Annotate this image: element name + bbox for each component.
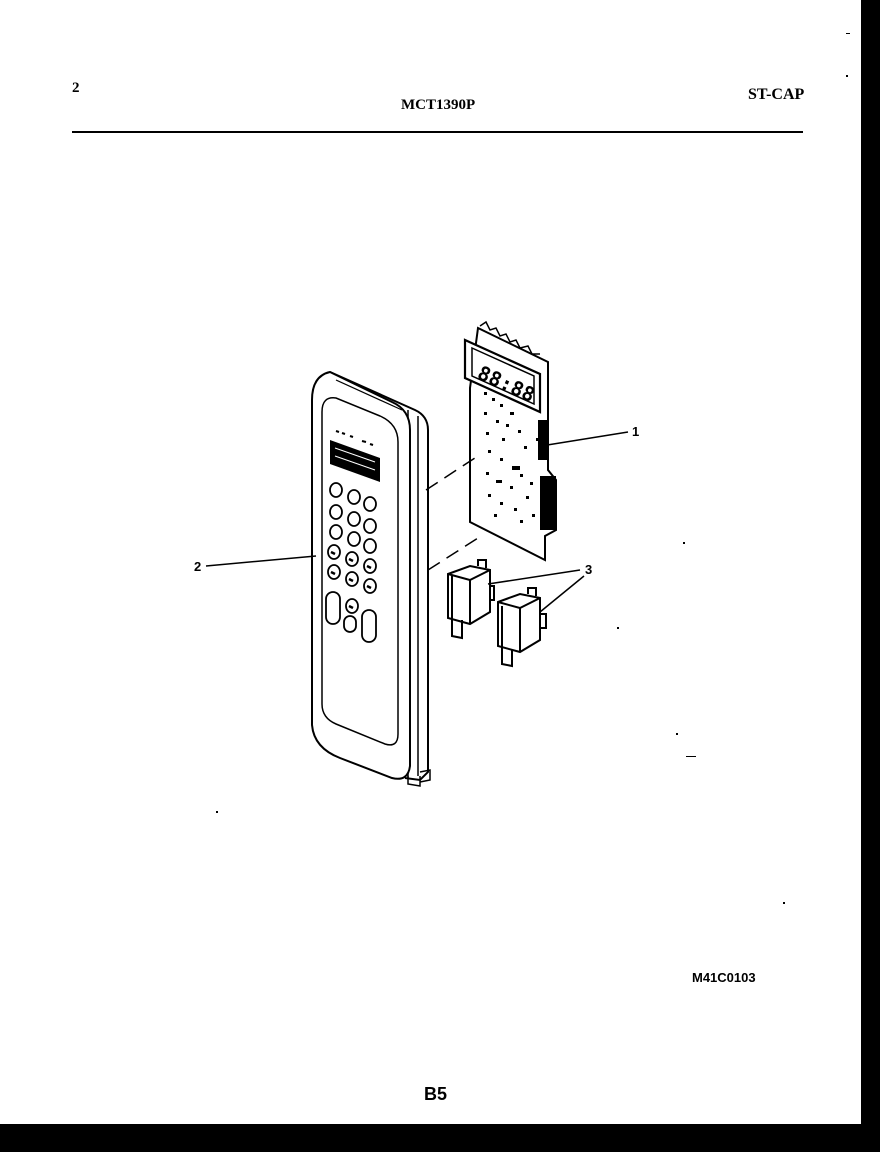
keypad-button	[327, 544, 341, 560]
keypad-button-marks	[330, 550, 372, 610]
section-code: ST-CAP	[748, 86, 805, 103]
keypad-button	[347, 511, 361, 527]
keypad-button-large	[361, 609, 377, 643]
leader-lines	[205, 431, 629, 613]
circuit-components	[484, 392, 539, 523]
keypad-button-large	[325, 591, 341, 625]
callout-3: 3	[585, 562, 593, 577]
keypad-button	[363, 578, 377, 594]
keypad-button-large	[343, 615, 357, 633]
callout-1: 1	[632, 424, 640, 439]
header-rule	[72, 131, 803, 133]
diagram-reference-code: M41C0103	[692, 970, 756, 985]
scan-border-bottom	[0, 1124, 880, 1152]
keypad-button	[363, 496, 377, 512]
keypad-button	[329, 524, 343, 540]
keypad-button	[345, 598, 359, 614]
keypad-button	[347, 489, 361, 505]
page-number: 2	[72, 80, 80, 96]
keypad-button	[329, 504, 343, 520]
keypad-button	[363, 558, 377, 574]
model-number: MCT1390P	[401, 97, 476, 113]
switch-lower	[497, 587, 547, 668]
panel-keypad	[325, 482, 377, 643]
page-code: B5	[424, 1084, 448, 1104]
circuit-board	[463, 320, 557, 562]
panel-display-window	[330, 430, 380, 482]
scan-specks	[216, 33, 850, 904]
control-panel	[311, 370, 431, 787]
alignment-lines	[425, 455, 479, 571]
scan-border-right	[861, 0, 880, 1152]
keypad-button	[345, 551, 359, 567]
keypad-button	[327, 564, 341, 580]
keypad-button	[363, 538, 377, 554]
keypad-button	[329, 482, 343, 498]
keypad-button	[347, 531, 361, 547]
keypad-button	[345, 571, 359, 587]
keypad-button	[363, 518, 377, 534]
switch-upper	[447, 559, 495, 640]
callout-2: 2	[194, 559, 202, 574]
